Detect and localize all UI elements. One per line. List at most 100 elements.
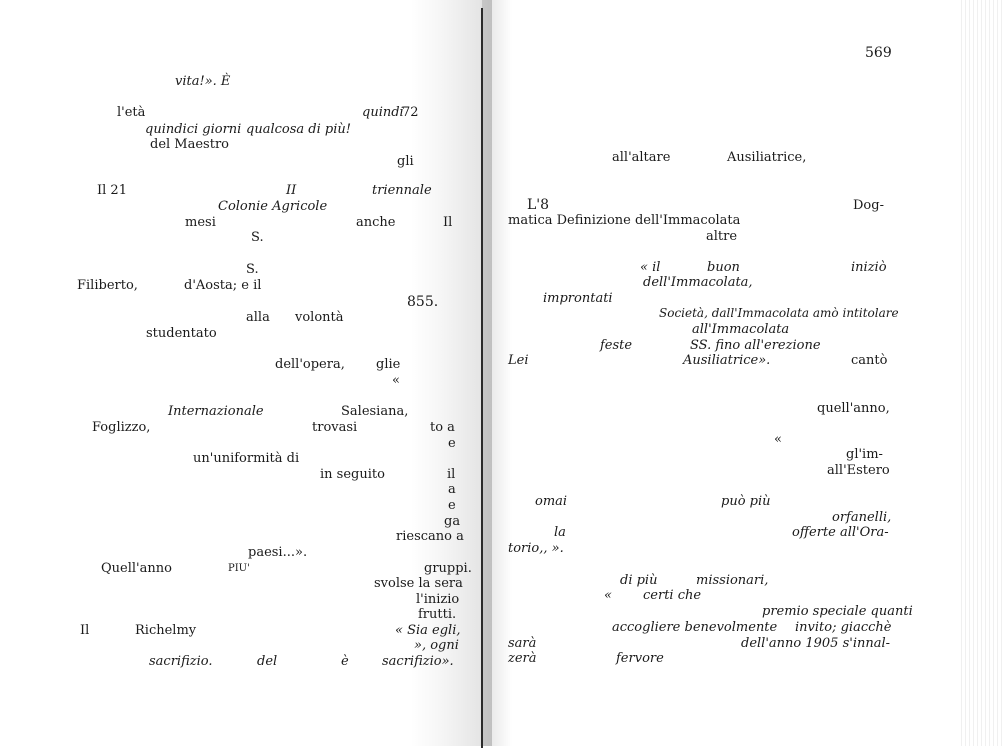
text-line: omai (535, 494, 568, 509)
page-gutter-shadow (410, 0, 492, 746)
text-line: dell'Immacolata, (643, 275, 753, 290)
text-line: « (774, 432, 782, 447)
text-line: cantò (851, 353, 888, 368)
text-line: è (341, 654, 349, 669)
text-line: all'Estero (827, 463, 890, 478)
text-line: Lei (508, 353, 529, 368)
text-line: glie (376, 357, 401, 372)
text-line: S. (246, 262, 259, 277)
text-line: Ausiliatrice, (727, 150, 807, 165)
text-line: Colonie Agricole (218, 199, 328, 214)
page-number: 569 (865, 45, 892, 61)
text-line: Dog- (853, 198, 884, 213)
text-line: feste (600, 338, 633, 353)
text-line: può più (721, 494, 771, 509)
text-line: Quell'anno (101, 561, 172, 576)
text-line: iniziò (851, 260, 887, 275)
text-line: », ogni (414, 638, 459, 653)
text-line: studentato (146, 326, 217, 341)
text-line: alla (246, 310, 270, 325)
text-line: « (604, 588, 612, 603)
text-line: e (448, 498, 456, 513)
text-line: « il (640, 260, 661, 275)
text-line: l'età (117, 105, 146, 120)
text-line: vita!». È (175, 74, 231, 89)
text-line: di più (620, 573, 658, 588)
text-line: missionari, (696, 573, 769, 588)
text-line: SS. fino all'erezione (690, 338, 821, 353)
text-line: paesi...». (248, 545, 308, 560)
text-line: matica Definizione dell'Immacolata (508, 213, 741, 228)
text-line: trovasi (312, 420, 358, 435)
text-line: accogliere benevolmente (612, 620, 778, 635)
text-line: d'Aosta; e il (184, 278, 262, 293)
text-line: Il (443, 215, 453, 230)
text-line: del (257, 654, 278, 669)
text-line: dell'opera, (275, 357, 345, 372)
text-line: invito; giacchè (795, 620, 892, 635)
text-line: anche (356, 215, 396, 230)
text-line: quindi (362, 105, 404, 120)
text-line: torio,, ». (508, 541, 564, 556)
text-line: del Maestro (150, 137, 229, 152)
text-line: mesi (185, 215, 216, 230)
text-line: e (448, 436, 456, 451)
text-line: Ausiliatrice». (683, 353, 771, 368)
text-line: l'inizio (416, 592, 460, 607)
text-line: Foglizzo, (92, 420, 151, 435)
text-line: ga (444, 514, 461, 529)
text-line: L'8 (527, 197, 550, 213)
text-line: sarà (508, 636, 537, 651)
text-line: « (392, 373, 400, 388)
text-line: frutti. (418, 607, 457, 622)
text-line: Richelmy (135, 623, 197, 638)
text-line: volontà (295, 310, 344, 325)
text-line: S. (251, 230, 264, 245)
text-line: Il (80, 623, 90, 638)
text-line: quindici giorni (145, 122, 242, 137)
text-line: orfanelli, (832, 510, 892, 525)
text-line: offerte all'Ora- (792, 525, 889, 540)
text-line: Internazionale (168, 404, 264, 419)
text-line: dell'anno 1905 s'innal- (741, 636, 891, 651)
text-line: all'Immacolata (692, 322, 790, 337)
text-line: « Sia egli, (395, 623, 461, 638)
page-edge-stack (958, 0, 1002, 746)
text-line: un'uniformità di (193, 451, 300, 466)
text-line: Salesiana, (341, 404, 409, 419)
right-page (482, 0, 1002, 746)
text-line: premio speciale quanti (762, 604, 913, 619)
text-line: all'altare (612, 150, 671, 165)
page-gutter-shadow-right (482, 0, 512, 746)
text-line: zerà (508, 651, 537, 666)
text-line: gli (397, 154, 414, 169)
text-line: fervore (616, 651, 664, 666)
text-line: buon (707, 260, 740, 275)
text-line: la (554, 525, 566, 540)
text-line: to a (430, 420, 455, 435)
text-line: improntati (543, 291, 613, 306)
book-fold (481, 8, 483, 748)
text-line: gl'im- (846, 447, 883, 462)
text-line: svolse la sera (374, 576, 463, 591)
text-line: il (447, 467, 456, 482)
text-line: quell'anno, (817, 401, 890, 416)
text-line: PIU' (228, 563, 250, 574)
text-line: triennale (372, 183, 432, 198)
text-line: a (448, 482, 456, 497)
text-line: Filiberto, (77, 278, 138, 293)
text-line: gruppi. (424, 561, 472, 576)
text-line: Il 21 (97, 183, 127, 198)
text-line: sacrifizio». (382, 654, 454, 669)
text-line: riescano a (396, 529, 464, 544)
text-line: qualcosa di più! (246, 122, 351, 137)
text-line: altre (706, 229, 738, 244)
text-line: 72 (402, 105, 419, 120)
text-line: Società, dall'Immacolata amò intitolare (659, 306, 899, 320)
text-line: certi che (643, 588, 702, 603)
left-page (0, 0, 482, 746)
text-line: II (286, 183, 297, 198)
text-line: sacrifizio. (149, 654, 213, 669)
text-line: 855. (407, 294, 439, 310)
text-line: in seguito (320, 467, 385, 482)
